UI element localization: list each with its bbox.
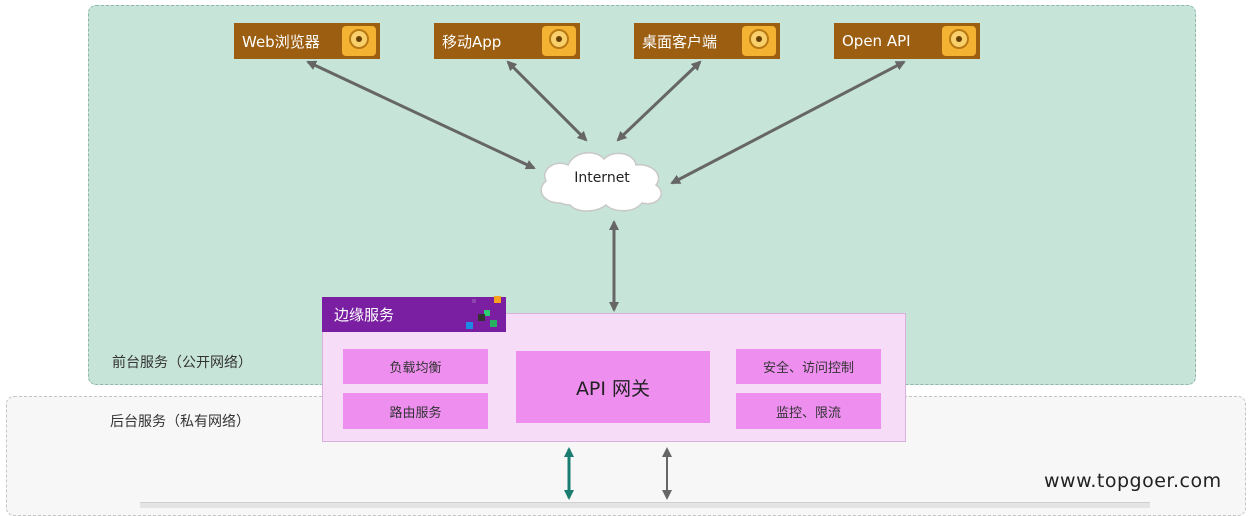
client-label: Web浏览器	[242, 32, 320, 51]
disk-icon	[342, 26, 376, 56]
feature-label: 安全、访问控制	[762, 361, 854, 376]
feature-label: 监控、限流	[775, 405, 841, 421]
gateway-label: API 网关	[575, 377, 651, 400]
edge-services-title: 边缘服务	[334, 306, 395, 324]
client-label: 移动App	[442, 32, 502, 51]
backend-layer-edge	[140, 502, 1150, 508]
disk-icon	[542, 26, 576, 56]
disk-icon	[742, 26, 776, 56]
feature-load-balancing: 负载均衡	[343, 349, 488, 384]
client-desktop: 桌面客户端	[634, 23, 780, 59]
arrow-openapi-internet	[670, 60, 906, 185]
arrow-web-internet	[306, 60, 536, 170]
internet-cloud-icon	[540, 152, 662, 212]
front-zone-label: 前台服务（公开网络）	[112, 355, 252, 371]
arrow-mobile-internet	[506, 60, 588, 142]
feature-security-access: 安全、访问控制	[736, 349, 881, 384]
disk-icon	[942, 26, 976, 56]
api-gateway: API 网关	[516, 351, 710, 423]
internet-label: Internet	[574, 170, 630, 186]
feature-label: 路由服务	[389, 405, 442, 421]
cubes-icon	[460, 296, 504, 332]
feature-routing: 路由服务	[343, 393, 488, 429]
feature-label: 负载均衡	[389, 361, 442, 376]
client-open-api: Open API	[834, 23, 980, 59]
back-zone-label: 后台服务（私有网络）	[110, 414, 250, 430]
client-label: Open API	[842, 32, 911, 50]
watermark: www.topgoer.com	[1044, 470, 1222, 492]
client-web-browser: Web浏览器	[234, 23, 380, 59]
client-mobile-app: 移动App	[434, 23, 580, 59]
arrow-desktop-internet	[616, 60, 702, 142]
client-label: 桌面客户端	[642, 32, 718, 51]
feature-monitoring-ratelimit: 监控、限流	[736, 393, 881, 429]
